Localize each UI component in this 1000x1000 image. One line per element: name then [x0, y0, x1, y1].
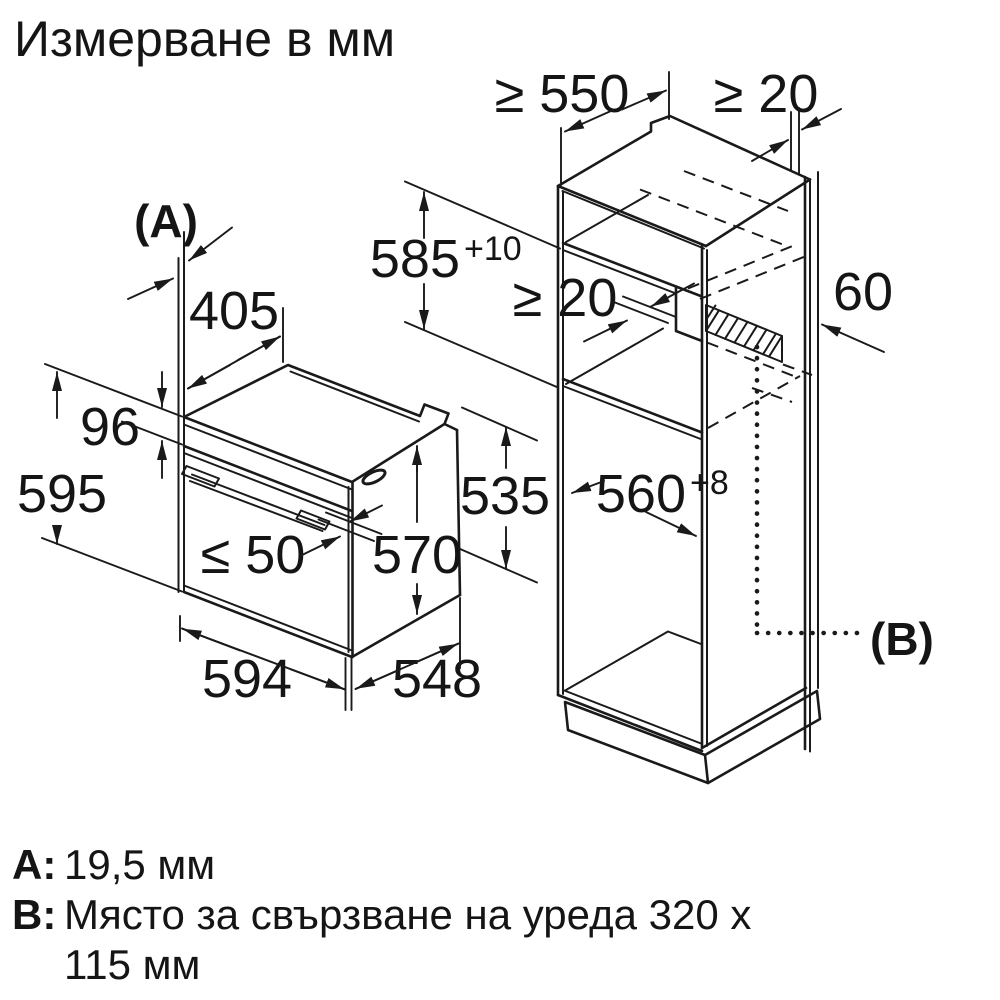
- legend-row-a: A: 19,5 мм: [12, 840, 751, 890]
- side-grip-hole: [361, 468, 387, 486]
- legend-value-a: 19,5 мм: [64, 841, 216, 888]
- dim-60: 60: [833, 262, 893, 322]
- legend-row-b: B: Място за свързване на уреда 320 x 115…: [12, 890, 751, 990]
- legend: A: 19,5 мм B: Място за свързване на уред…: [12, 840, 751, 990]
- dim-96: 96: [80, 397, 140, 457]
- dim-405: 405: [189, 281, 279, 341]
- dim-b-label: (B): [870, 613, 934, 665]
- dim-585: 585: [370, 229, 460, 289]
- dim-560-tolerance: +8: [690, 464, 729, 502]
- dim-548: 548: [392, 649, 482, 709]
- legend-key-b: B:: [12, 891, 57, 938]
- installation-diagram: (A) 405 96 595 ≤ 50: [17, 64, 934, 785]
- cabinet-plinth: [563, 689, 822, 785]
- oven-dimensions: (A) 405 96 595 ≤ 50: [17, 195, 550, 711]
- legend-value-b-line1: Място за свързване на уреда 320 x: [64, 891, 752, 938]
- connection-leader-dotted: [754, 344, 869, 636]
- dim-50: ≤ 50: [201, 525, 306, 585]
- legend-value-b-line2: 115 мм: [64, 941, 201, 988]
- connection-area-hatch: [705, 304, 783, 363]
- legend-key-a: A:: [12, 841, 57, 888]
- dim-570: 570: [372, 525, 462, 585]
- dim-535: 535: [460, 466, 550, 526]
- dim-595: 595: [17, 464, 107, 524]
- dim-20-vent: ≥ 20: [513, 268, 618, 328]
- cabinet-drawing: [556, 114, 869, 785]
- oven-drawing: [177, 231, 462, 659]
- dim-20-wall: ≥ 20: [714, 64, 819, 124]
- door-handle: [181, 465, 331, 532]
- dim-585-tolerance: +10: [464, 230, 522, 268]
- cabinet-dimensions: ≥ 550 ≥ 20 585 +10 ≥ 20 60: [370, 64, 934, 665]
- page-title: Измерване в мм: [14, 11, 396, 67]
- dim-560: 560: [596, 464, 686, 524]
- dim-550: ≥ 550: [495, 64, 630, 124]
- legend-value-b: Място за свързване на уреда 320 x 115 мм: [64, 890, 751, 990]
- dim-594: 594: [202, 649, 292, 709]
- dim-a-label: (A): [134, 195, 198, 247]
